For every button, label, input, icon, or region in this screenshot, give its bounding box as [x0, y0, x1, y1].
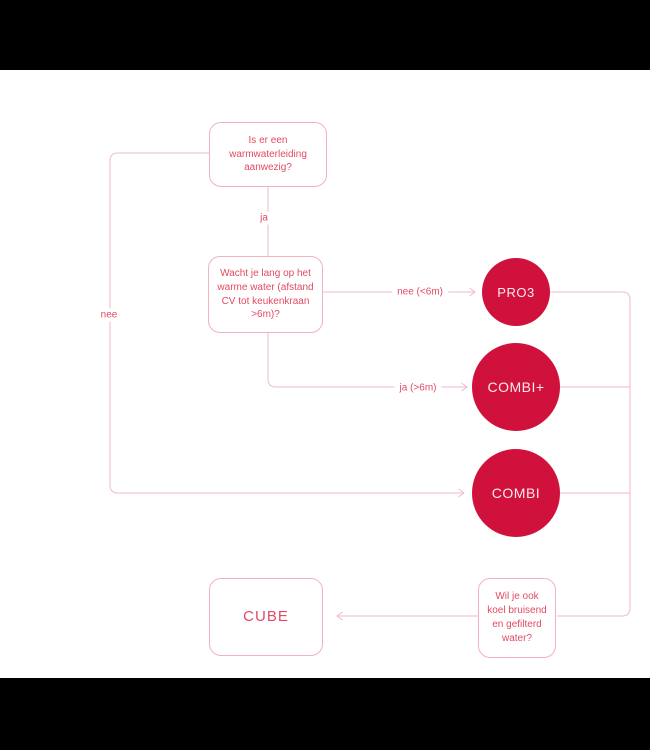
product-label: PRO3 [497, 284, 535, 300]
node-question-wait-long: Wacht je lang op het warme water (afstan… [208, 256, 323, 333]
edge-pro3-to-q3 [550, 291, 631, 617]
edge-ja6m-q2-to-combiplus [267, 333, 468, 392]
product-label: COMBI+ [487, 379, 545, 395]
node-question-cool-filtered-water: Wil je ook koel bruisend en gefilterd wa… [478, 578, 556, 658]
question-text: Wacht je lang op het warme water (afstan… [217, 267, 314, 321]
product-label: CUBE [243, 607, 289, 625]
node-question-hot-water-line: Is er een warmwaterleiding aanwezig? [209, 122, 327, 187]
edge-label-nee: nee [95, 308, 123, 322]
bottom-letterbox-bar [0, 678, 650, 750]
node-combi[interactable]: COMBI [472, 449, 560, 537]
node-pro3[interactable]: PRO3 [482, 258, 550, 326]
question-text: Is er een warmwaterleiding aanwezig? [229, 134, 307, 174]
top-letterbox-bar [0, 0, 650, 70]
product-label: COMBI [491, 485, 541, 501]
question-text: Wil je ook koel bruisend en gefilterd wa… [487, 591, 547, 644]
node-cube[interactable]: CUBE [209, 578, 323, 656]
node-combi-plus[interactable]: COMBI+ [472, 343, 560, 431]
edge-label-ja-more-than-6m: ja (>6m) [394, 381, 442, 395]
edge-label-ja: ja [255, 211, 273, 225]
edge-label-nee-less-than-6m: nee (<6m) [392, 285, 448, 299]
